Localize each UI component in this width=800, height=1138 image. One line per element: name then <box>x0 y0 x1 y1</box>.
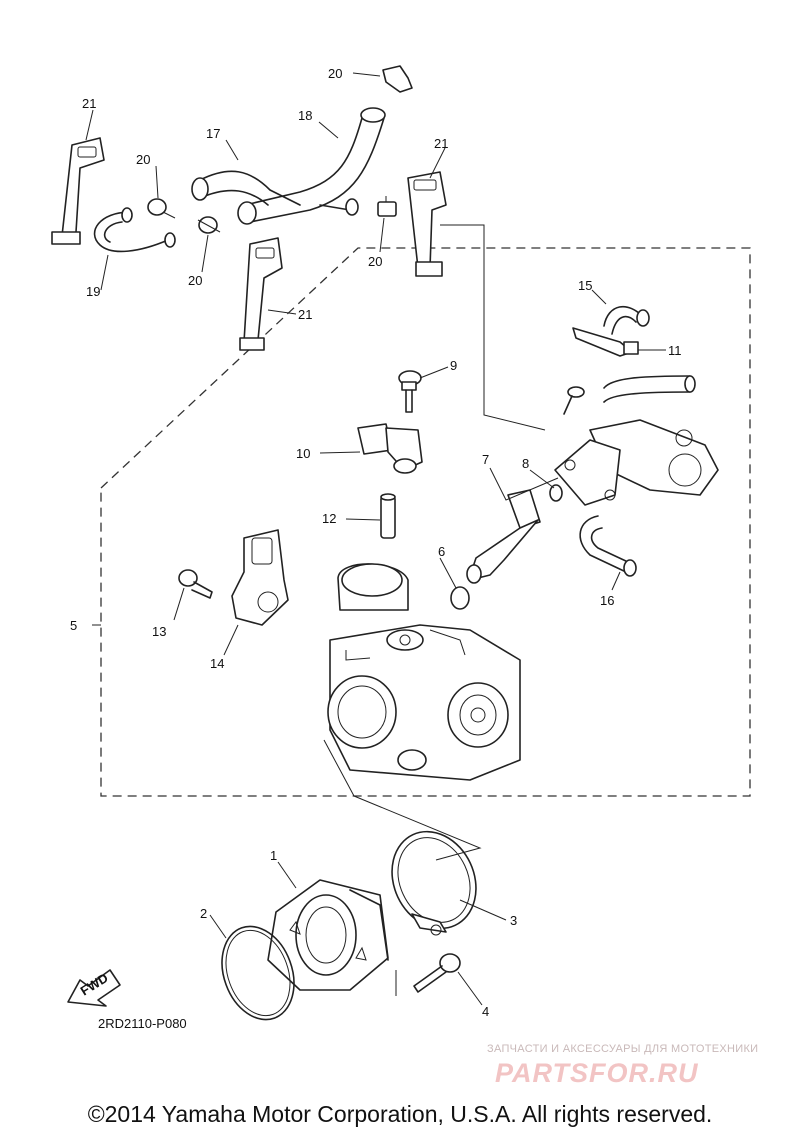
tps-14 <box>231 529 289 626</box>
sensor-10 <box>357 423 423 474</box>
hose-19 <box>93 207 176 253</box>
callout-21-right: 21 <box>434 136 448 151</box>
clip-20-mid-left <box>147 198 176 219</box>
injector-7 <box>466 489 541 584</box>
hose-16 <box>579 515 637 577</box>
callout-10: 10 <box>296 446 310 461</box>
callout-11: 11 <box>668 343 682 358</box>
sensor-body <box>554 375 719 506</box>
hose-17 <box>191 170 301 206</box>
callout-14: 14 <box>210 656 224 671</box>
band-3 <box>391 830 477 936</box>
o-ring-2 <box>221 925 295 1021</box>
callout-7: 7 <box>482 452 489 467</box>
joint-1 <box>267 879 389 991</box>
leader-lines <box>85 72 666 1006</box>
callout-8: 8 <box>522 456 529 471</box>
callout-16: 16 <box>600 593 614 608</box>
screw-13 <box>178 569 213 599</box>
callout-15: 15 <box>578 278 592 293</box>
callout-13: 13 <box>152 624 166 639</box>
callout-20-top: 20 <box>328 66 342 81</box>
callout-labels: 1 2 3 4 5 6 7 8 9 10 11 12 13 14 15 16 1… <box>70 66 682 1019</box>
callout-1: 1 <box>270 848 277 863</box>
clip-20-right <box>377 196 397 217</box>
callout-21-left: 21 <box>82 96 96 111</box>
clip-20-top <box>382 65 413 93</box>
callout-18: 18 <box>298 108 312 123</box>
watermark-tagline: ЗАПЧАСТИ И АКСЕССУАРЫ ДЛЯ МОТОТЕХНИКИ <box>487 1043 759 1055</box>
callout-17: 17 <box>206 126 220 141</box>
clamp-21-left <box>51 137 105 245</box>
callout-9: 9 <box>450 358 457 373</box>
callout-6: 6 <box>438 544 445 559</box>
callout-20-low: 20 <box>188 273 202 288</box>
screw-near-sensor <box>563 386 585 415</box>
throttle-body <box>327 563 521 781</box>
clamp-21-lower <box>239 237 283 351</box>
hose-18 <box>237 107 386 225</box>
callout-19: 19 <box>86 284 100 299</box>
watermark-brand[interactable]: PARTSFOR.RU <box>495 1058 699 1088</box>
clip-20-lower <box>197 216 221 234</box>
screw-9 <box>398 370 422 413</box>
drawing-code: 2RD2110-P080 <box>98 1016 187 1031</box>
callout-20-mid: 20 <box>136 152 150 167</box>
dashed-link <box>440 224 546 431</box>
hose-15 <box>603 305 650 335</box>
fwd-arrow-icon: FWD <box>67 969 121 1007</box>
copyright-notice: ©2014 Yamaha Motor Corporation, U.S.A. A… <box>87 1101 713 1127</box>
seal-6 <box>450 586 470 610</box>
callout-3: 3 <box>510 913 517 928</box>
assembly-boundary <box>100 247 751 797</box>
pin-12 <box>380 493 396 539</box>
clamp-21-right <box>407 171 447 277</box>
callout-12: 12 <box>322 511 336 526</box>
callout-2: 2 <box>200 906 207 921</box>
callout-20-right: 20 <box>368 254 382 269</box>
bracket-11 <box>572 327 639 357</box>
screw-4 <box>413 953 461 993</box>
callout-21-lower: 21 <box>298 307 312 322</box>
callout-5: 5 <box>70 618 77 633</box>
callout-4: 4 <box>482 1004 489 1019</box>
o-ring-8 <box>549 484 563 502</box>
